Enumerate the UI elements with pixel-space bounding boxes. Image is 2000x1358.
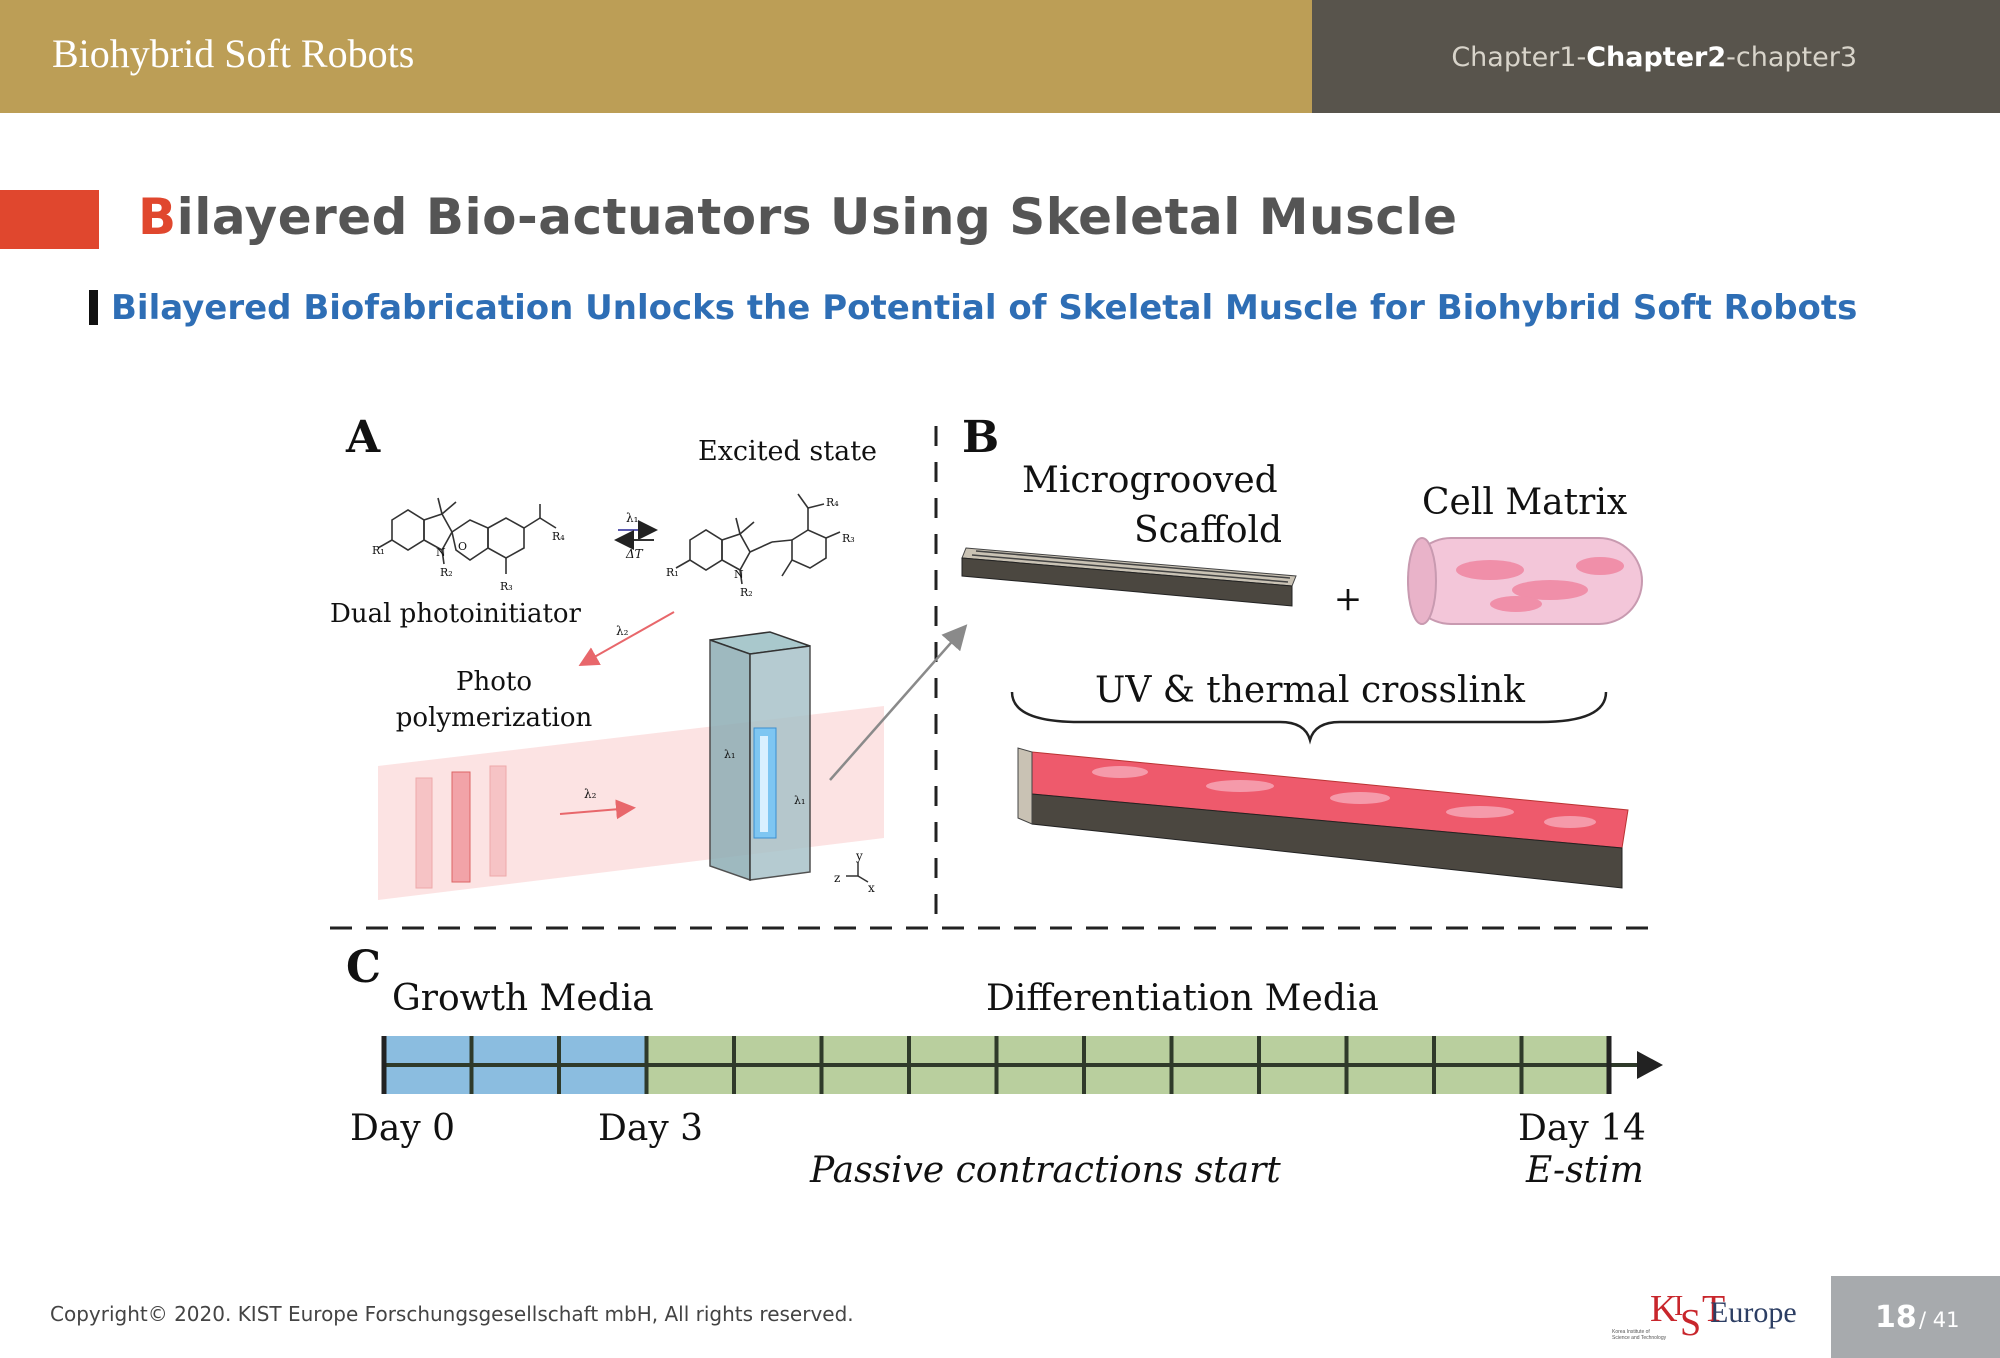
- spiropyran-molecule-icon: [377, 497, 557, 574]
- cell-matrix-icon: [1407, 537, 1643, 625]
- chapter-link-3[interactable]: chapter3: [1735, 42, 1857, 73]
- scaffold-icon: [961, 547, 1297, 607]
- day14-label: Day 14: [1518, 1108, 1646, 1149]
- logo-small-2: Science and Technology: [1612, 1335, 1667, 1341]
- polymerization-label: polymerization: [396, 703, 593, 733]
- crosslink-label: UV & thermal crosslink: [1095, 670, 1526, 711]
- chapter-separator: -: [1726, 42, 1736, 73]
- logo-mark-s: S: [1680, 1302, 1701, 1344]
- logo-mark-t: T: [1702, 1288, 1725, 1330]
- panel-b: B Microgrooved Scaffold + Cell Matrix UV…: [961, 412, 1643, 889]
- logo-text: Europe: [1710, 1296, 1797, 1329]
- panel-a: A Excited state R₁ N R₂ O R₃ R₄ λ₁ ΔT: [330, 412, 968, 900]
- r2-label: R₂: [440, 566, 453, 579]
- lambda2-label-top: λ₂: [616, 624, 629, 638]
- panel-a-letter: A: [345, 412, 381, 463]
- chapter-nav: Chapter1-Chapter2-chapter3: [1312, 0, 2000, 113]
- header-bar: Biohybrid Soft Robots: [0, 0, 1312, 113]
- lambda1-label: λ₁: [626, 511, 638, 525]
- plus-sign: +: [1334, 579, 1363, 619]
- delta-t-label: ΔT: [625, 547, 644, 561]
- mask-plate-1: [415, 777, 433, 889]
- day3-label: Day 3: [598, 1108, 703, 1149]
- r3-label: R₃: [500, 580, 513, 593]
- page-counter: 18 / 41: [1831, 1276, 2000, 1358]
- cell-matrix-label: Cell Matrix: [1422, 482, 1627, 523]
- photo-label: Photo: [456, 667, 532, 697]
- title-first-letter: B: [138, 188, 177, 246]
- subtitle-marker: [89, 290, 98, 325]
- timeline: [381, 1036, 1663, 1094]
- cuvette-icon: [709, 631, 811, 882]
- logo-mark-i: I: [1674, 1291, 1683, 1322]
- chapter-separator: -: [1576, 42, 1587, 73]
- chapter-link-1[interactable]: Chapter1: [1451, 42, 1577, 73]
- logo-small-1: Korea Institute of: [1612, 1329, 1650, 1335]
- page-total: / 41: [1919, 1308, 1960, 1332]
- r1-label: R₁: [372, 544, 385, 557]
- subtitle: Bilayered Biofabrication Unlocks the Pot…: [111, 288, 1858, 328]
- bilayer-actuator-icon: [1017, 747, 1629, 889]
- panel-c-letter: C: [346, 942, 381, 993]
- page-title: Bilayered Bio-actuators Using Skeletal M…: [138, 188, 1458, 246]
- lambda1-cuvette-right: λ₁: [794, 794, 805, 807]
- r4-label: R₄: [552, 530, 565, 543]
- panel-b-letter: B: [962, 412, 999, 463]
- growth-media-label: Growth Media: [392, 978, 654, 1019]
- timeline-arrowhead: [1637, 1051, 1663, 1079]
- estim-label: E-stim: [1525, 1150, 1644, 1191]
- r4-label-right: R₄: [826, 496, 839, 509]
- title-text: ilayered Bio-actuators Using Skeletal Mu…: [176, 188, 1458, 246]
- excited-state-label: Excited state: [698, 436, 877, 467]
- page-number: 18: [1875, 1300, 1917, 1335]
- lambda2-label-bottom: λ₂: [584, 787, 597, 801]
- process-arrow: [829, 624, 968, 781]
- n-label: N: [436, 546, 446, 559]
- microgrooved-label: Microgrooved: [1022, 460, 1278, 501]
- axis-z-label: z: [834, 871, 840, 885]
- figure-svg: A Excited state R₁ N R₂ O R₃ R₄ λ₁ ΔT: [330, 412, 1663, 1191]
- panel-c: C Growth Media Differentiation Media Day…: [346, 942, 1663, 1191]
- r2-label-right: R₂: [740, 586, 753, 599]
- o-label: O: [458, 540, 467, 553]
- figure: A Excited state R₁ N R₂ O R₃ R₄ λ₁ ΔT: [320, 410, 1680, 1210]
- mask-plate-2: [451, 771, 471, 883]
- r1-label-right: R₁: [666, 566, 679, 579]
- kist-europe-logo: K I S T Korea Institute of Science and T…: [1610, 1285, 1802, 1345]
- lambda1-cuvette-left: λ₁: [724, 748, 735, 761]
- mask-plate-3: [489, 765, 507, 877]
- chapter-breadcrumb: Chapter1-Chapter2-chapter3: [1451, 42, 1857, 73]
- r3-label-right: R₃: [842, 532, 855, 545]
- copyright-text: Copyright© 2020. KIST Europe Forschungsg…: [50, 1302, 854, 1326]
- curly-brace: [1010, 691, 1608, 745]
- logo-mark: K: [1650, 1288, 1678, 1330]
- passive-contractions-label: Passive contractions start: [809, 1150, 1281, 1191]
- dual-photoinitiator-label: Dual photoinitiator: [330, 599, 582, 629]
- differentiation-media-label: Differentiation Media: [986, 978, 1379, 1019]
- title-accent-block: [0, 190, 99, 249]
- scaffold-label: Scaffold: [1134, 510, 1282, 551]
- day0-label: Day 0: [350, 1108, 455, 1149]
- chapter-link-2-active[interactable]: Chapter2: [1586, 42, 1727, 73]
- merocyanine-molecule-icon: [675, 493, 841, 585]
- brand-title: Biohybrid Soft Robots: [52, 31, 415, 76]
- n-label-right: N: [734, 568, 744, 581]
- axis-x-label: x: [868, 881, 875, 895]
- axis-y-label: y: [855, 849, 863, 863]
